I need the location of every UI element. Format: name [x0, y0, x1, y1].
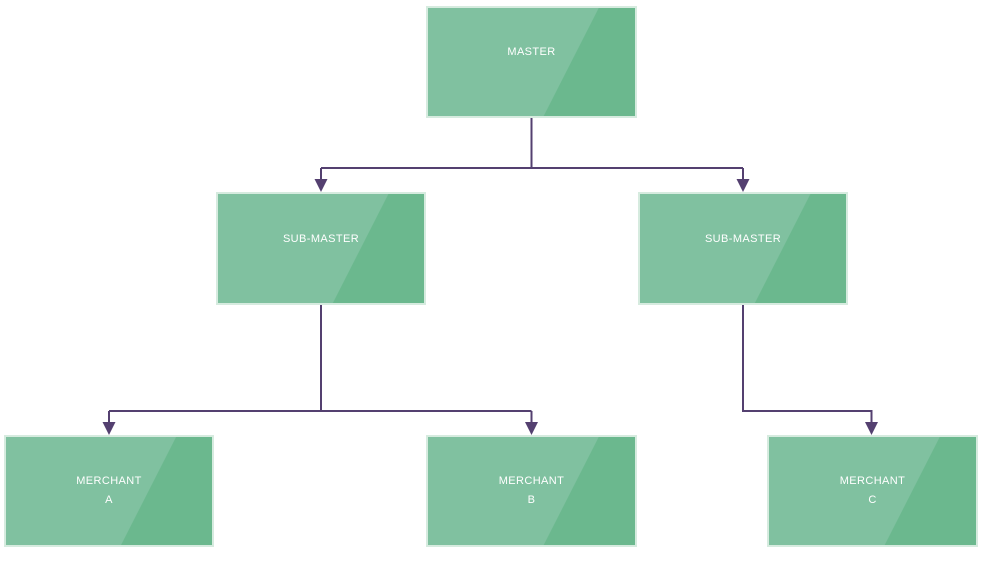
connector-submaster-right-to-merchant-c: [742, 304, 878, 435]
connector-line-submaster-right: [742, 304, 873, 424]
node-label-line1: MERCHANT: [839, 475, 906, 487]
node-master[interactable]: MASTER: [426, 6, 637, 118]
connector-submaster-left-to-merchants: [102, 304, 538, 435]
arrowhead-submaster-right: [736, 179, 750, 192]
node-label-line2: C: [868, 494, 877, 506]
node-sub-master-left[interactable]: SUB-MASTER: [216, 192, 426, 305]
node-label-line1: MERCHANT: [76, 475, 142, 487]
node-merchant-a[interactable]: MERCHANT A: [4, 435, 214, 547]
connector-master-to-submasters: [314, 118, 750, 192]
arrowhead-merchant-c: [865, 422, 878, 435]
arrowhead-merchant-b: [525, 422, 538, 435]
node-label: MERCHANT B: [499, 472, 565, 510]
node-merchant-c[interactable]: MERCHANT C: [767, 435, 978, 547]
arrowhead-merchant-a: [102, 422, 116, 435]
node-label-line1: MASTER: [507, 46, 556, 58]
node-label-line2: B: [527, 494, 536, 506]
node-label: MASTER: [507, 43, 555, 81]
connector-line-master: [320, 118, 744, 181]
node-label: SUB-MASTER: [283, 230, 359, 268]
node-label-line1: SUB-MASTER: [704, 232, 782, 245]
node-merchant-b[interactable]: MERCHANT B: [426, 435, 637, 547]
node-label-line2: A: [105, 494, 113, 506]
connector-line-submaster-left: [108, 304, 533, 424]
node-label: MERCHANT C: [840, 472, 906, 510]
node-label: MERCHANT A: [76, 472, 142, 510]
node-label: SUB-MASTER: [705, 230, 781, 268]
node-label-line1: MERCHANT: [498, 475, 565, 487]
node-label-line1: SUB-MASTER: [282, 232, 360, 245]
node-sub-master-right[interactable]: SUB-MASTER: [638, 192, 848, 305]
arrowhead-submaster-left: [314, 179, 328, 192]
